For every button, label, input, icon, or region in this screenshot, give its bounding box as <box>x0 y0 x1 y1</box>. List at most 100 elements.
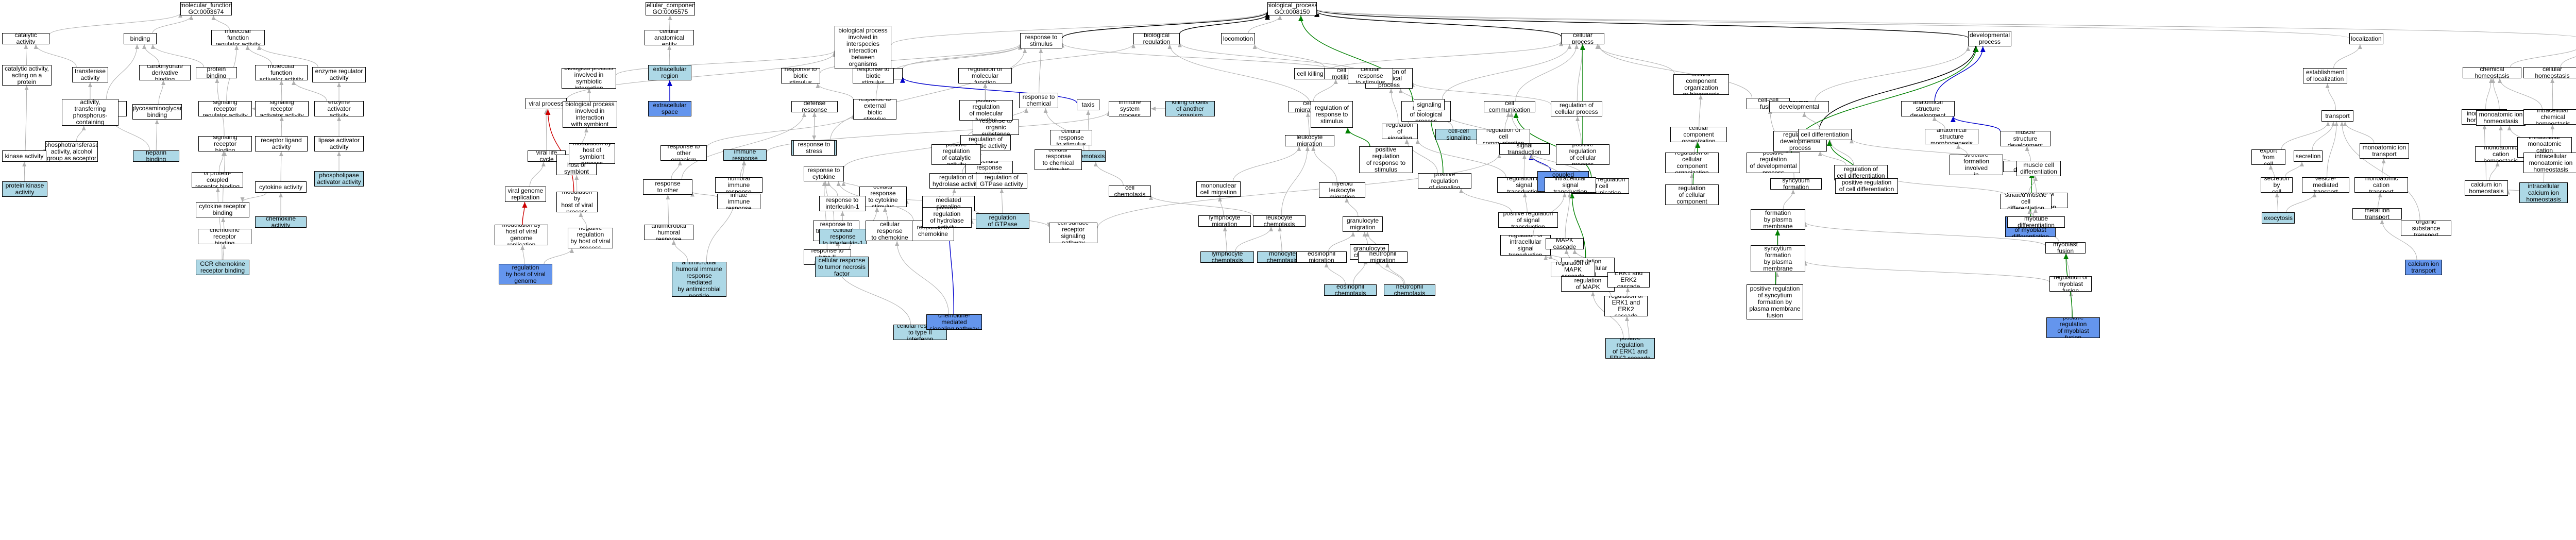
go-term-node-bpsymb2: biological process involved in interacti… <box>563 101 617 128</box>
go-term-node-cellcell: cell-cell signaling <box>1435 129 1482 140</box>
go-term-node-phosalc: phosphotransferase activity, alcohol gro… <box>45 141 98 162</box>
go-term-label: regulation of response to stimulus <box>1314 104 1349 125</box>
go-term-node-myeloidmig: myeloid leukocyte migration <box>1319 182 1365 198</box>
edge-chemhomeo-to-homeo <box>2510 49 2576 68</box>
go-term-label: cytokine receptor binding <box>199 202 246 216</box>
go-term-node-regcatact: regulation of catalytic activity <box>960 135 1011 150</box>
go-term-node-regintra: regulation of intracellular signal trans… <box>1500 235 1551 256</box>
go-term-node-respbio: response to biotic stimulus <box>853 68 894 83</box>
go-term-node-modhostviral: modulation by host of viral process <box>556 192 598 212</box>
go-term-node-regresp: regulation of response to stimulus <box>1311 101 1353 128</box>
go-term-node-binding: binding <box>124 33 157 44</box>
go-term-label: extracellular space <box>653 102 687 115</box>
go-term-label: catalytic activity, acting on a protein <box>5 65 49 86</box>
edge-eosinchemo-to-eosinmig <box>1324 262 1346 285</box>
go-term-node-intrachem: intracellular chemical homeostasis <box>2523 109 2576 125</box>
go-term-node-celldev: cellular developmental process <box>1769 101 1829 112</box>
go-term-node-defresp: defense response to other organism <box>643 179 692 195</box>
edge-regcellproc-to-cellproc <box>1577 44 1585 102</box>
edge-anatform-to-anatmorph <box>1956 144 1968 155</box>
go-term-node-sigrecact: signaling receptor activator activity <box>255 101 309 116</box>
go-term-node-gag: glycosaminoglycan binding <box>132 104 182 120</box>
go-term-node-secbycell: secretion by cell <box>2261 177 2293 193</box>
go-term-label: positive regulation of GTPase activity <box>988 214 1018 228</box>
go-term-label: intracellular monoatomic ion homeostasis <box>2529 153 2573 173</box>
go-term-node-reghydro: regulation of hydrolase activity <box>929 173 983 189</box>
go-term-label: eosinophil chemotaxis <box>1334 284 1366 296</box>
edge-monochemo-to-leukchemo <box>1277 226 1282 252</box>
edge-viralproc-to-multi <box>566 52 837 100</box>
go-term-node-protbind: protein binding <box>196 67 237 78</box>
go-term-node-musclediff: muscle cell differentiation <box>2016 161 2061 176</box>
edge-gpcrbind-to-sigrecbind <box>218 151 226 173</box>
go-term-node-estloc: establishment of localization <box>2303 68 2347 83</box>
go-term-label: molecular function regulator activity <box>215 30 261 45</box>
go-term-node-respchem: response to chemical <box>1019 93 1058 108</box>
edge-bioreg-to-bp <box>1179 14 1270 34</box>
edge-cellchemo-to-chemotaxis <box>1093 161 1124 186</box>
go-term-label: response to other organism <box>667 145 700 161</box>
go-term-node-vesicle: vesicle-mediated transport <box>2302 177 2349 193</box>
edge-chemrecbind-to-cytrecbind <box>221 217 226 229</box>
edge-muscledev-to-anatdev <box>1950 116 2001 131</box>
go-term-label: biological regulation <box>1143 33 1171 44</box>
go-term-label: cellular anatomical entity <box>654 30 685 45</box>
go-term-node-regcelldiff: regulation of cell differentiation <box>1834 165 1888 180</box>
go-term-label: response to organic substance <box>979 120 1012 135</box>
edge-inflam-to-defense <box>812 112 817 141</box>
go-term-label: export from cell <box>2260 149 2277 165</box>
edge-transport-to-estloc <box>2325 83 2336 111</box>
go-term-node-immresp: immune response <box>723 149 767 161</box>
edge-posregsigtrans-to-posregsig <box>1459 188 1512 213</box>
go-term-node-bpsymb: biological process involved in symbiotic… <box>562 68 616 89</box>
go-term-label: positive regulation of response to stimu… <box>1366 146 1406 173</box>
go-term-node-mapk: MAPK cascade <box>1546 238 1584 249</box>
edge-regerk-to-erk <box>1625 287 1630 296</box>
go-term-label: cellular response to tumor necrosis fact… <box>818 257 866 277</box>
go-term-node-posregmyofus: positive regulation of myoblast fusion <box>2046 317 2100 338</box>
go-term-label: modulation by host of viral genome repli… <box>502 225 541 245</box>
go-term-label: modulation by host of viral process <box>561 192 593 212</box>
edge-exocytosis-to-vesicle <box>2286 192 2317 213</box>
edge-cellsurf-to-sigtrans <box>1097 154 1501 229</box>
edge-regsig-to-regbp <box>1389 88 1399 124</box>
go-term-label: kinase activity <box>5 152 44 160</box>
go-term-label: G protein-coupled receptor binding <box>195 172 240 188</box>
go-term-label: eosinophil migration <box>1307 251 1336 263</box>
go-term-node-lymphmig: lymphocyte migration <box>1198 215 1251 227</box>
edge-monocation-to-monoion <box>2381 158 2386 178</box>
go-term-label: cell surface receptor signaling pathway <box>1057 223 1089 243</box>
go-term-node-immsys: immune system process <box>1109 101 1151 116</box>
go-term-label: positive regulation of cell differentiat… <box>1839 179 1894 193</box>
go-term-label: cellular response to chemokine <box>871 221 908 241</box>
edge-posregsig-to-regsig <box>1404 139 1438 174</box>
go-term-label: cellular developmental process <box>1778 102 1820 112</box>
edge-ccorg2-to-ccorg <box>1698 94 1703 127</box>
edge-neutchemo-to-granchemo <box>1375 259 1404 285</box>
go-term-label: striated muscle cell differentiation <box>2005 194 2047 209</box>
edge-extreg-to-ccanat <box>667 45 672 65</box>
go-term-node-posregsig: positive regulation of signaling <box>1418 173 1471 189</box>
go-term-node-intracal: intracellular calcium ion homeostasis <box>2519 182 2568 203</box>
edge-protkin-to-kinase <box>22 161 27 182</box>
go-term-node-antimic: antimicrobial humoral response <box>644 225 693 240</box>
edge-secbycell-to-exportcell <box>2268 164 2275 178</box>
go-term-node-posregccorg: positive regulation of cellular componen… <box>1665 184 1719 205</box>
edge-viralgenrep-to-viralcycle <box>529 161 546 187</box>
edge-lymphmig-to-monomig <box>1217 196 1224 216</box>
edge-cellrespchemok-to-cellrespcyt <box>883 207 888 221</box>
edge-lymphchemo-to-lymphmig <box>1223 226 1227 252</box>
go-term-node-cellrespchem: cellular response to chemical stimulus <box>1035 149 1082 170</box>
edge-inorghomeo-to-chemhomeo <box>2485 78 2494 110</box>
edge-cellhomeo-to-homeo <box>2560 56 2576 68</box>
go-term-node-catact: catalytic activity <box>2 33 49 44</box>
go-term-label: chemokine receptor binding <box>209 229 240 244</box>
go-term-node-mf: molecular_function GO:0003674 <box>180 2 232 15</box>
go-term-label: metal ion transport <box>2364 208 2390 220</box>
go-term-label: anatomical structure development <box>1910 101 1946 116</box>
edge-ccr-to-chemrecbind <box>222 244 226 260</box>
edge-defresp-to-defense <box>681 112 806 180</box>
go-term-node-respother: response to other organism <box>660 145 707 161</box>
edge-antimicpep-to-antimic <box>671 240 688 262</box>
